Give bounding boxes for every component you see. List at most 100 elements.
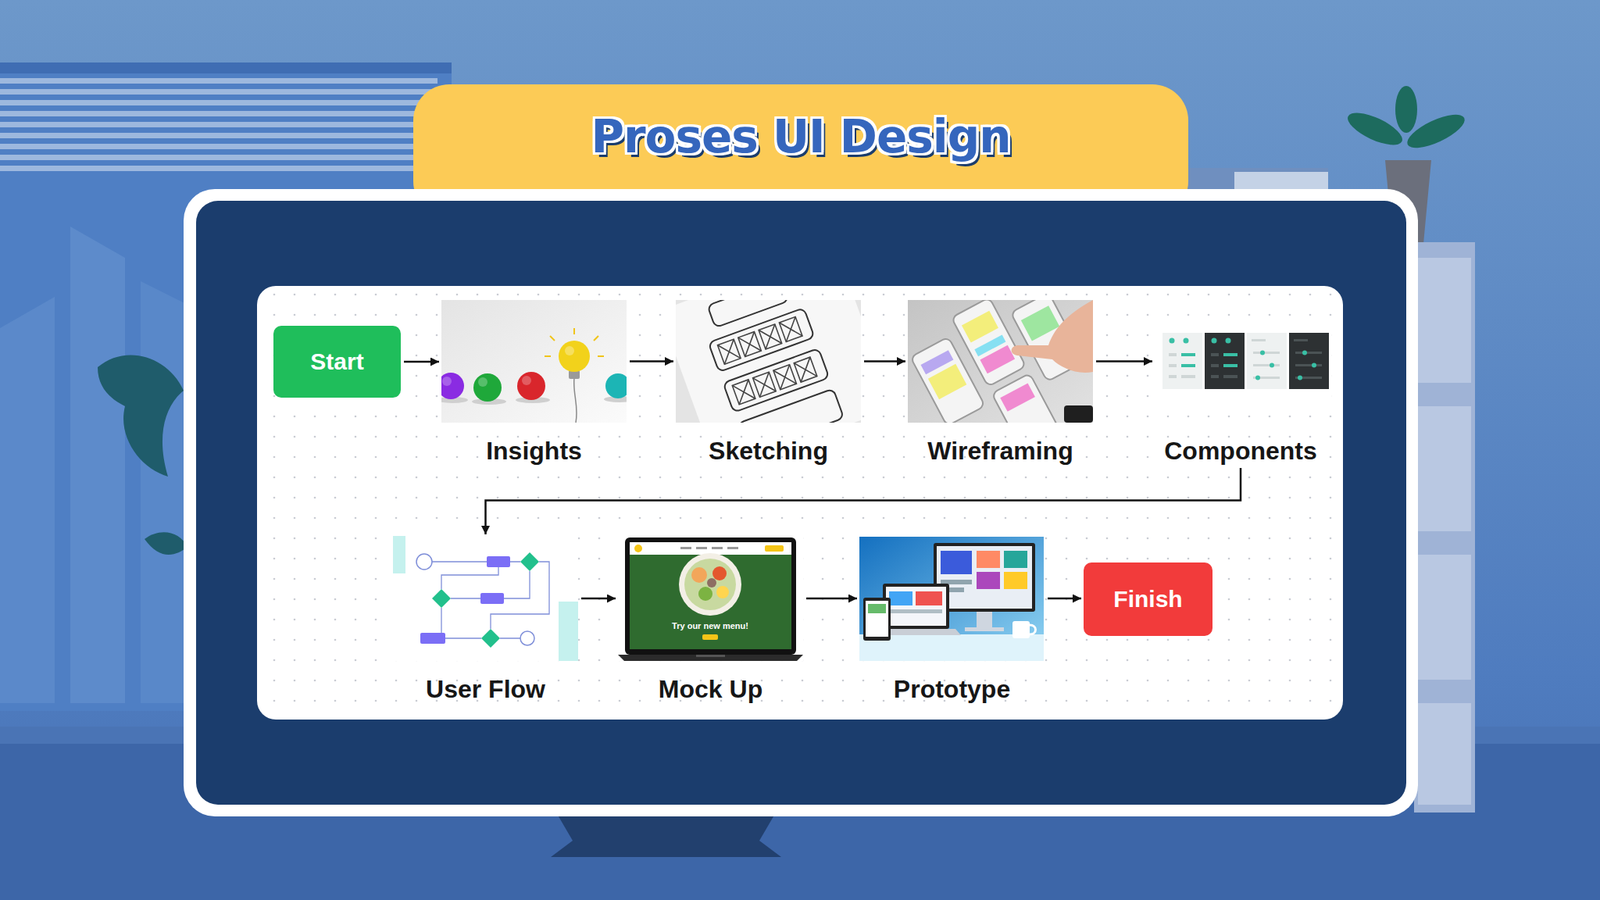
window-blinds bbox=[0, 121, 438, 128]
prototype-picture bbox=[940, 550, 972, 575]
insights-picture bbox=[544, 355, 551, 358]
mock-up-picture bbox=[727, 546, 739, 550]
flow-arrow bbox=[485, 467, 1242, 535]
components-picture bbox=[1168, 375, 1177, 379]
wireframing-picture bbox=[903, 271, 1115, 489]
insights-picture bbox=[473, 373, 502, 402]
components-picture bbox=[1210, 375, 1219, 379]
mock-up-picture bbox=[678, 553, 742, 616]
picture-slot bbox=[675, 300, 861, 423]
insights-picture bbox=[436, 300, 636, 423]
user-flow-picture bbox=[481, 628, 500, 648]
insights-picture bbox=[521, 375, 532, 386]
prototype-picture bbox=[976, 611, 993, 629]
components-picture bbox=[1210, 364, 1219, 368]
window-blinds bbox=[0, 143, 438, 150]
wireframing-picture bbox=[1000, 382, 1036, 411]
mock-up-picture bbox=[617, 535, 804, 661]
prototype-picture bbox=[936, 546, 1033, 609]
insights-picture bbox=[605, 373, 631, 399]
mock-up-picture bbox=[696, 546, 708, 550]
process-step: Sketching bbox=[675, 300, 861, 465]
components-picture bbox=[1246, 332, 1287, 390]
process-step: Mock Up bbox=[617, 535, 804, 704]
mock-up-picture bbox=[712, 566, 727, 581]
mock-up-picture bbox=[617, 654, 804, 661]
sketching-picture bbox=[732, 357, 818, 405]
shelf-right bbox=[1417, 257, 1472, 383]
user-flow-picture bbox=[420, 561, 550, 639]
window-blinds bbox=[0, 132, 438, 139]
components-picture bbox=[1181, 375, 1196, 379]
components-picture bbox=[1255, 375, 1261, 381]
plant-leaves-left bbox=[97, 354, 184, 477]
components-picture bbox=[1297, 375, 1303, 381]
shelf-right bbox=[1414, 242, 1475, 813]
prototype-picture bbox=[882, 583, 950, 629]
step-label: Mock Up bbox=[658, 675, 763, 704]
plant-leaves-left bbox=[144, 532, 188, 555]
components-picture bbox=[1160, 326, 1332, 398]
window-blinds bbox=[0, 110, 438, 117]
sketching-picture bbox=[708, 307, 815, 372]
components-picture bbox=[1183, 338, 1190, 344]
mock-up-picture bbox=[629, 542, 792, 555]
mock-up-picture bbox=[698, 586, 713, 601]
components-picture bbox=[1169, 338, 1175, 344]
components-picture bbox=[1293, 339, 1308, 342]
picture-slot bbox=[617, 535, 804, 661]
components-picture bbox=[1160, 326, 1332, 398]
insights-picture bbox=[597, 355, 604, 358]
components-picture bbox=[1225, 338, 1232, 344]
components-picture bbox=[1162, 332, 1203, 390]
user-flow-picture bbox=[520, 631, 535, 646]
shelf-right bbox=[1417, 554, 1472, 680]
prototype-picture bbox=[867, 603, 886, 614]
flow-arrow bbox=[581, 597, 616, 600]
books-and-plant-right bbox=[1395, 85, 1418, 133]
picture-slot bbox=[1154, 300, 1327, 423]
sketching-picture bbox=[717, 316, 817, 404]
insights-picture bbox=[478, 377, 488, 387]
insights-picture bbox=[442, 376, 452, 386]
window-blinds bbox=[140, 281, 188, 704]
mock-up-picture bbox=[764, 545, 784, 552]
monitor bbox=[196, 200, 1407, 805]
title-holder: Proses UI Design bbox=[413, 84, 1189, 190]
insights-picture bbox=[517, 371, 546, 400]
mock-up-picture bbox=[716, 585, 729, 599]
start-terminal: Start bbox=[273, 325, 401, 398]
components-picture bbox=[1295, 364, 1322, 367]
label-holder: Try our new menu! bbox=[671, 621, 749, 632]
shelf-right bbox=[1414, 242, 1475, 813]
process-step: Components bbox=[1154, 300, 1327, 465]
components-picture bbox=[1168, 364, 1177, 368]
prototype-picture bbox=[863, 597, 891, 641]
step-label: User Flow bbox=[425, 675, 546, 704]
sketching-picture bbox=[659, 246, 895, 472]
flow-arrow bbox=[1096, 360, 1153, 363]
monitor bbox=[183, 189, 1418, 817]
user-flow-picture bbox=[520, 552, 540, 572]
mock-up-picture bbox=[625, 537, 797, 655]
mock-up-picture bbox=[691, 567, 708, 583]
wireframing-picture bbox=[961, 310, 999, 343]
components-picture bbox=[1289, 332, 1329, 390]
components-picture bbox=[1210, 353, 1219, 357]
mock-up-picture bbox=[629, 542, 792, 650]
sketching-picture bbox=[659, 246, 895, 472]
wireframing-picture bbox=[1064, 405, 1093, 423]
components-picture bbox=[1311, 363, 1317, 368]
flow-arrow bbox=[864, 360, 906, 363]
books-and-plant-right bbox=[1234, 171, 1329, 190]
picture-slot bbox=[859, 535, 1045, 661]
prototype-picture bbox=[865, 600, 889, 637]
prototype-picture bbox=[1003, 550, 1028, 568]
sketching-picture bbox=[717, 316, 802, 365]
insights-picture bbox=[564, 346, 575, 356]
components-picture bbox=[1223, 353, 1238, 357]
wireframing-picture bbox=[979, 345, 1015, 374]
step-label: Insights bbox=[485, 436, 583, 465]
finish-terminal: Finish bbox=[1083, 562, 1213, 636]
